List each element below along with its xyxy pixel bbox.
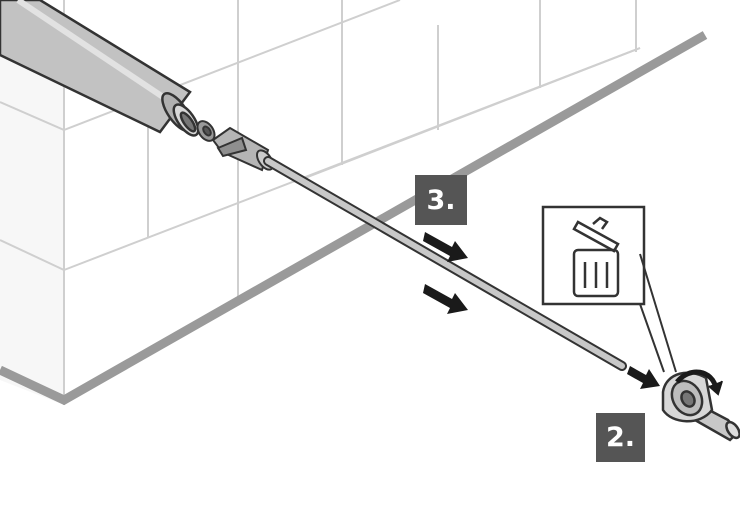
end-cap — [661, 371, 740, 442]
floor-line — [0, 31, 708, 406]
cable-rod — [263, 156, 627, 371]
dispose-panel — [541, 205, 677, 373]
brick-wall — [0, 0, 641, 405]
arrow-right-icon — [627, 366, 660, 389]
step-2-badge: 2. — [596, 413, 645, 462]
rotate-arrow-icon — [675, 369, 723, 396]
trash-can-icon — [572, 216, 620, 298]
step-3-badge: 3. — [415, 175, 467, 225]
washer — [196, 120, 216, 142]
arrow-right-icon — [423, 284, 468, 314]
arrow-right-icon — [423, 232, 468, 262]
outer-tube — [0, 0, 200, 137]
